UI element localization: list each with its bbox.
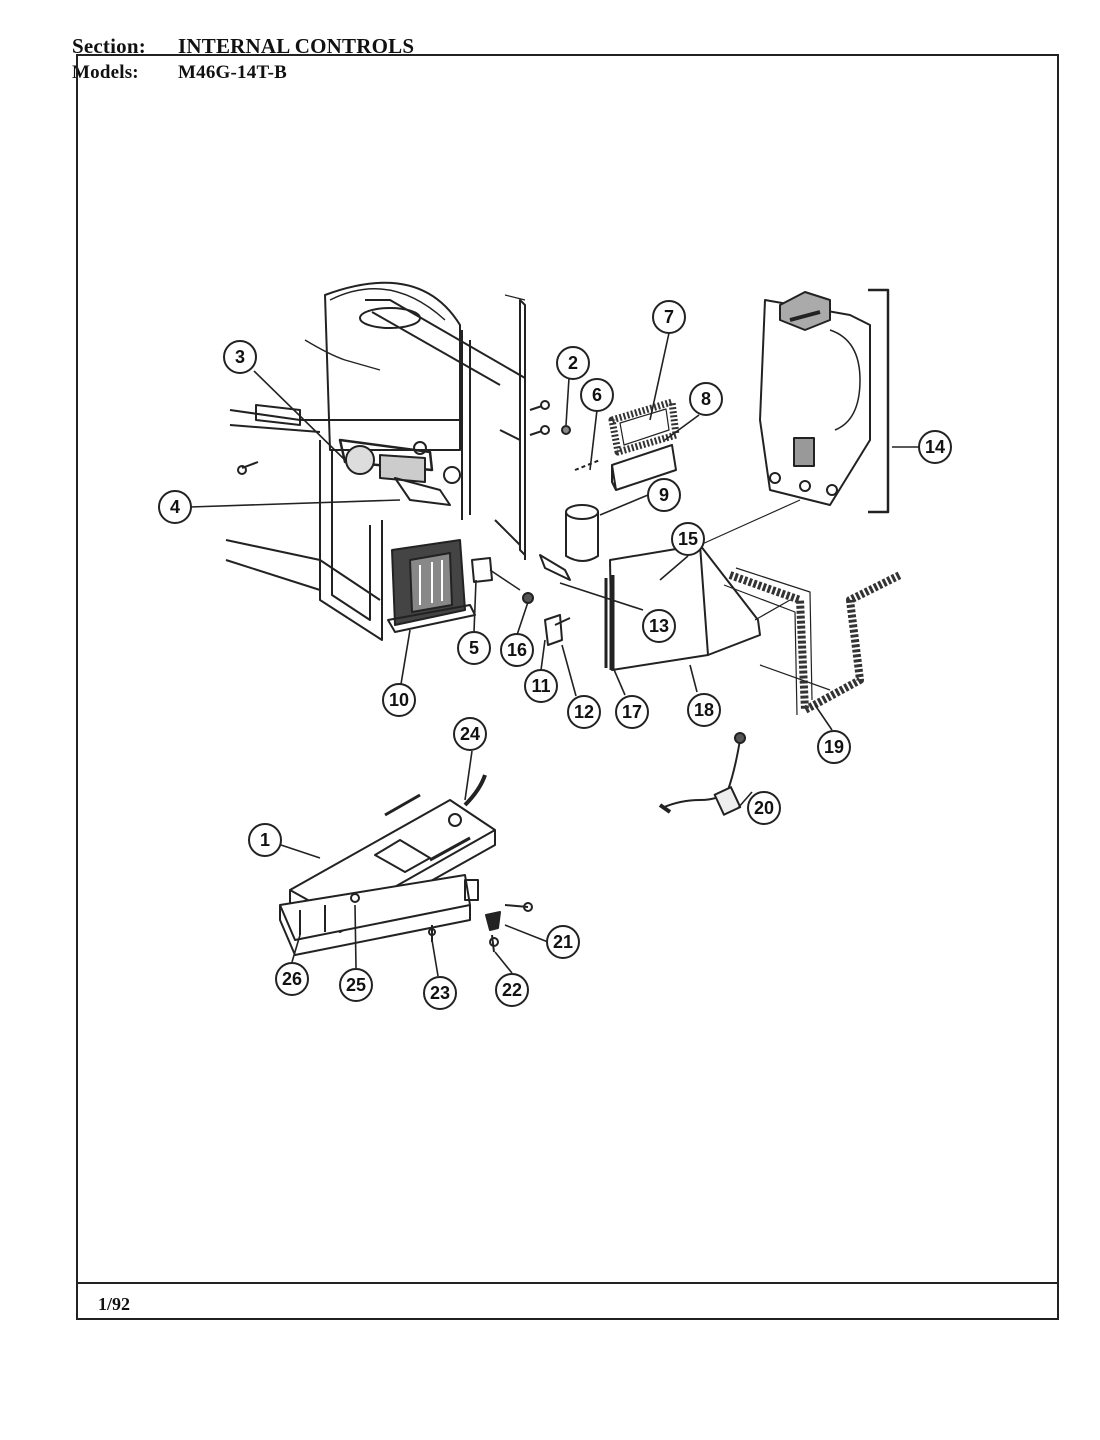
footer-rule (76, 1282, 1059, 1284)
callout-12: 12 (574, 702, 594, 722)
callout-22: 22 (502, 980, 522, 1000)
callout-4: 4 (170, 497, 180, 517)
capacitor (565, 504, 599, 562)
hardware (428, 879, 533, 953)
relay-assembly (759, 288, 890, 514)
mounting-bracket (604, 544, 761, 671)
callout-11: 11 (531, 676, 550, 696)
callout-26: 26 (282, 969, 302, 989)
callout-6: 6 (592, 385, 602, 405)
models-value: M46G-14T-B (178, 62, 287, 83)
callout-10: 10 (389, 690, 409, 710)
page-number: 1/92 (98, 1294, 131, 1314)
callout-13: 13 (649, 616, 669, 636)
models-label: Models: (72, 62, 139, 83)
control-panel (279, 774, 496, 956)
callout-2: 2 (568, 353, 578, 373)
callout-18: 18 (694, 700, 714, 720)
callout-20: 20 (754, 798, 774, 818)
switch-parts (471, 554, 571, 646)
callout-19: 19 (824, 737, 844, 757)
callout-21: 21 (553, 932, 573, 952)
callout-16: 16 (507, 640, 527, 660)
gasket-frame (608, 398, 680, 456)
callout-7: 7 (664, 307, 674, 327)
callout-25: 25 (346, 975, 366, 995)
callout-3: 3 (235, 347, 245, 367)
callout-17: 17 (622, 702, 642, 722)
callout-9: 9 (659, 485, 669, 505)
callout-14: 14 (925, 437, 945, 457)
callout-23: 23 (430, 983, 450, 1003)
callout-5: 5 (469, 638, 479, 658)
motor-assembly (338, 438, 461, 506)
screws (529, 400, 601, 471)
callout-24: 24 (460, 724, 480, 744)
transformer (387, 539, 476, 633)
filter-block (611, 444, 677, 491)
callout-1: 1 (260, 830, 270, 850)
duct-assembly (699, 499, 902, 716)
diagram-frame (76, 54, 1059, 1320)
chassis-outline (225, 281, 526, 641)
callout-15: 15 (678, 529, 698, 549)
callout-8: 8 (701, 389, 711, 409)
power-cord (658, 732, 746, 816)
